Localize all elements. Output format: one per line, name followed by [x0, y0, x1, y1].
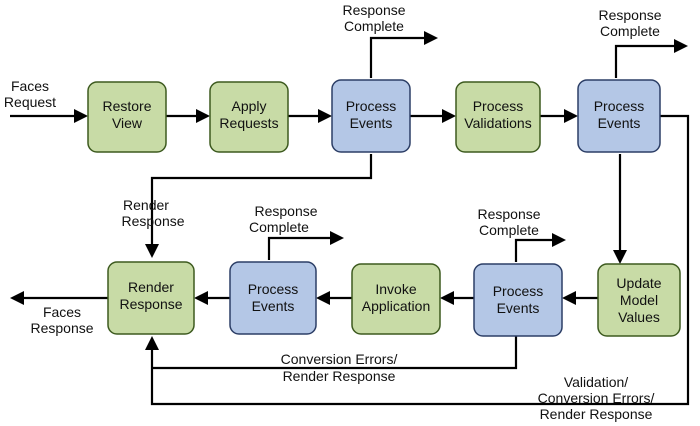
response-complete-label-3: Response Complete	[249, 203, 318, 235]
arrowhead	[196, 109, 210, 123]
process-events-box-2: Process Events	[577, 79, 661, 153]
arrowhead	[318, 109, 332, 123]
label-line: Faces	[43, 304, 81, 320]
arrowhead	[674, 39, 688, 53]
box-line: Events	[598, 115, 641, 131]
label-line: Conversion Errors/	[281, 351, 398, 367]
arrowhead	[145, 244, 159, 258]
render-response-top-label: Render Response	[121, 197, 184, 229]
arrowhead	[10, 291, 24, 305]
box-line: Events	[497, 300, 540, 316]
box-line: Process	[346, 98, 397, 114]
label-line: Render	[123, 197, 169, 213]
label-line: Render Response	[283, 368, 396, 384]
label-line: Response	[121, 213, 184, 229]
box-line: Events	[350, 115, 393, 131]
process-events-box-4: Process Events	[473, 263, 563, 337]
flow-labels: Faces Request Response Complete Response…	[4, 2, 662, 422]
connectors	[10, 31, 690, 406]
render-response-box: Render Response	[107, 261, 195, 335]
arrowhead	[145, 336, 159, 350]
box-line: Invoke	[375, 281, 416, 297]
arrowhead	[564, 109, 578, 123]
label-line: Complete	[344, 18, 404, 34]
apply-requests-box: Apply Requests	[209, 81, 289, 153]
response-complete-label-1: Response Complete	[342, 2, 405, 34]
box-line: Process	[248, 281, 299, 297]
label-line: Conversion Errors/	[538, 390, 655, 406]
arrowhead	[316, 291, 330, 305]
label-line: Validation/	[564, 374, 628, 390]
response-complete-arrow-2	[614, 44, 674, 78]
arrowhead	[440, 291, 454, 305]
response-complete-label-4: Response Complete	[477, 206, 540, 238]
validation-errors-label: Validation/ Conversion Errors/ Render Re…	[538, 374, 655, 422]
box-line: Response	[119, 296, 182, 312]
phase-boxes: Restore View Apply Requests Process Even…	[87, 79, 681, 337]
response-complete-arrow-1	[369, 36, 424, 78]
box-line: Requests	[219, 115, 278, 131]
box-line: View	[112, 115, 143, 131]
box-line: Values	[618, 309, 660, 325]
box-line: Application	[362, 298, 431, 314]
response-complete-arrow-3	[267, 236, 330, 260]
box-line: Apply	[231, 98, 266, 114]
box-line: Process	[473, 98, 524, 114]
arrowhead	[613, 250, 627, 264]
process-events-box-3: Process Events	[229, 261, 317, 335]
box-line: Render	[128, 279, 174, 295]
response-complete-label-2: Response Complete	[598, 7, 661, 39]
label-line: Render Response	[540, 406, 653, 422]
arrowhead	[442, 109, 456, 123]
box-line: Restore	[102, 98, 151, 114]
box-line: Events	[252, 298, 295, 314]
label-line: Complete	[600, 23, 660, 39]
label-line: Response	[30, 320, 93, 336]
arrowhead	[194, 291, 208, 305]
render-response-arrow	[150, 154, 373, 244]
label-line: Complete	[479, 222, 539, 238]
arrowhead	[74, 109, 88, 123]
response-complete-arrow-4	[514, 238, 552, 262]
label-line: Complete	[249, 219, 309, 235]
box-line: Model	[620, 292, 658, 308]
restore-view-box: Restore View	[87, 81, 167, 153]
faces-request-label: Faces Request	[4, 78, 56, 110]
box-line: Validations	[464, 115, 531, 131]
label-line: Request	[4, 94, 56, 110]
box-line: Process	[594, 98, 645, 114]
label-line: Response	[598, 7, 661, 23]
process-validations-box: Process Validations	[455, 81, 541, 153]
label-line: Response	[477, 206, 540, 222]
update-model-values-box: Update Model Values	[597, 263, 681, 337]
arrowhead	[552, 233, 566, 247]
arrowhead	[562, 291, 576, 305]
arrowhead	[330, 231, 344, 245]
conversion-errors-label: Conversion Errors/ Render Response	[281, 351, 398, 384]
validation-errors-arrow	[150, 114, 690, 406]
arrowhead	[424, 31, 438, 45]
box-line: Update	[616, 275, 661, 291]
process-events-box-1: Process Events	[331, 79, 411, 153]
invoke-application-box: Invoke Application	[351, 263, 441, 335]
conversion-errors-arrow	[152, 336, 518, 370]
faces-response-label: Faces Response	[30, 304, 93, 336]
label-line: Response	[254, 203, 317, 219]
label-line: Response	[342, 2, 405, 18]
label-line: Faces	[11, 78, 49, 94]
box-line: Process	[493, 283, 544, 299]
